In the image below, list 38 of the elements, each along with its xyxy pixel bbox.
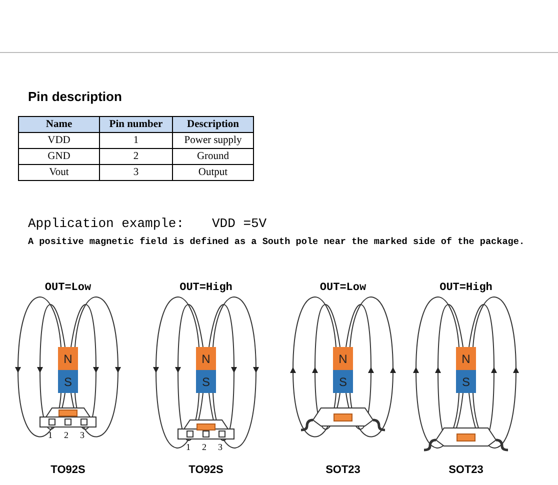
table-cell: VDD bbox=[18, 132, 100, 148]
output-state-label: OUT=Low bbox=[318, 282, 368, 294]
pin-number: 1 bbox=[48, 430, 52, 440]
pin-number: 3 bbox=[80, 430, 84, 440]
note-text: A positive magnetic field is defined as a South pole near the marked side of the package. bbox=[28, 236, 525, 247]
north-pole-block: N bbox=[333, 347, 353, 370]
supply-voltage: VDD =5V bbox=[212, 216, 267, 231]
output-state-label: OUT=High bbox=[178, 282, 234, 294]
table-cell: Output bbox=[172, 164, 254, 180]
output-state-label: OUT=Low bbox=[44, 282, 92, 294]
north-pole-block: N bbox=[196, 347, 216, 370]
pin-number: 3 bbox=[218, 442, 222, 452]
south-pole-block: S bbox=[58, 370, 78, 393]
table-cell: 1 bbox=[100, 132, 172, 148]
pin-number: 2 bbox=[202, 442, 206, 452]
package-name: TO92S bbox=[188, 464, 224, 476]
table-cell: Vout bbox=[18, 164, 100, 180]
package-name: SOT23 bbox=[448, 464, 484, 476]
south-pole-block: S bbox=[333, 370, 353, 393]
header-cell: Name bbox=[18, 116, 100, 132]
section-heading: Application example: bbox=[28, 216, 184, 231]
south-pole-block: S bbox=[196, 370, 216, 393]
pin-number: 2 bbox=[64, 430, 68, 440]
table-cell: Ground bbox=[172, 148, 254, 164]
header-cell: Description bbox=[172, 116, 254, 132]
header-cell: Pin number bbox=[100, 116, 172, 132]
table-cell: 3 bbox=[100, 164, 172, 180]
north-pole-block: N bbox=[456, 347, 476, 370]
table-cell: 2 bbox=[100, 148, 172, 164]
package-name: SOT23 bbox=[324, 464, 362, 476]
output-state-label: OUT=High bbox=[438, 282, 494, 294]
package-name: TO92S bbox=[50, 464, 86, 476]
pin-number: 1 bbox=[186, 442, 190, 452]
table-cell: GND bbox=[18, 148, 100, 164]
table-cell: Power supply bbox=[172, 132, 254, 148]
north-pole-block: N bbox=[58, 347, 78, 370]
south-pole-block: S bbox=[456, 370, 476, 393]
section-heading: Pin description bbox=[28, 89, 122, 104]
